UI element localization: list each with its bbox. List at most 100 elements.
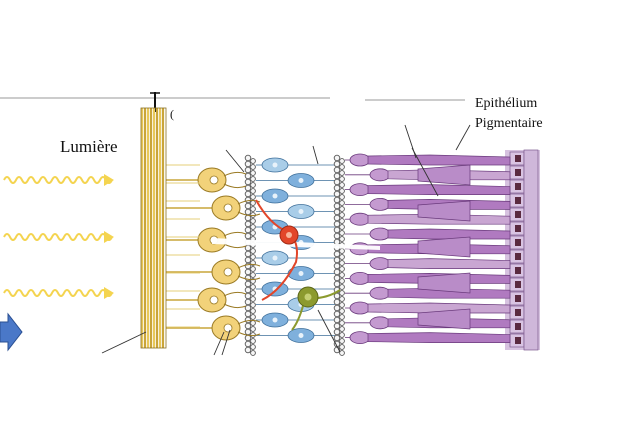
arrow-head-icon: [104, 231, 114, 243]
pigment-granule: [515, 337, 521, 344]
synapse-granule: [339, 266, 345, 272]
photoreceptor-nucleus: [349, 153, 371, 167]
synapse-granule: [250, 230, 256, 236]
synapse-granule: [250, 206, 256, 212]
cone-segment: [417, 308, 471, 330]
synapse-granule: [333, 190, 341, 198]
synapse-granule: [250, 188, 256, 194]
photoreceptor-nucleus: [369, 316, 391, 330]
synapse-granule: [250, 338, 256, 344]
synapse-granule: [339, 218, 345, 224]
photoreceptor-nucleus: [349, 183, 371, 197]
synapse-granule: [333, 334, 341, 342]
synapse-granule: [250, 194, 256, 200]
photoreceptor-nucleus: [349, 212, 371, 226]
synaptic-layer-outer: [333, 154, 345, 356]
bipolar-nucleus: [272, 255, 278, 261]
cone-segment: [417, 236, 471, 258]
pigment-granule: [515, 211, 521, 218]
synapse-granule: [244, 244, 252, 252]
synapse-granule: [339, 254, 345, 260]
photoreceptor-nucleus: [369, 168, 391, 182]
synapse-granule: [244, 154, 252, 162]
synapse-granule: [339, 314, 345, 320]
synapse-granule: [244, 160, 252, 168]
synapse-granule: [244, 250, 252, 258]
synapse-granule: [250, 314, 256, 320]
synapse-granule: [250, 218, 256, 224]
synapse-granule: [339, 248, 345, 254]
pigment-granule: [515, 281, 521, 288]
synapse-granule: [333, 214, 341, 222]
synapse-granule: [333, 256, 341, 264]
synapse-granule: [339, 296, 345, 302]
synapse-granule: [333, 226, 341, 234]
synapse-granule: [339, 272, 345, 278]
synapse-granule: [333, 160, 341, 168]
synapse-granule: [339, 320, 345, 326]
synapse-granule: [333, 280, 341, 288]
synapse-granule: [333, 328, 341, 336]
synapse-granule: [339, 278, 345, 284]
light-label: Lumière: [60, 137, 118, 156]
synapse-granule: [244, 178, 252, 186]
ganglion-dendrite: [223, 171, 247, 189]
synaptic-layer-inner: [244, 154, 256, 356]
photoreceptor-segment: [367, 302, 511, 314]
synapse-granule: [339, 290, 345, 296]
photoreceptor-segment: [367, 332, 511, 343]
photoreceptor-segment: [387, 258, 511, 269]
synapse-granule: [250, 164, 256, 170]
bipolar-cells: [256, 157, 335, 343]
synapse-granule: [339, 302, 345, 308]
synapse-granule: [339, 284, 345, 290]
ganglion-cells: [166, 164, 261, 341]
synapse-granule: [333, 268, 341, 276]
synapse-granule: [250, 170, 256, 176]
photoreceptor-nucleus: [369, 286, 391, 300]
synapse-granule: [250, 326, 256, 332]
photoreceptor-nucleus: [369, 257, 391, 271]
synapse-granule: [333, 316, 341, 324]
synapse-granule: [244, 208, 252, 216]
synapse-granule: [339, 182, 345, 188]
synapse-granule: [333, 232, 341, 240]
synapse-granule: [333, 220, 341, 228]
synapse-granule: [244, 304, 252, 312]
epithelium-base: [523, 149, 539, 351]
ganglion-nucleus: [223, 267, 233, 277]
photoreceptor-nucleus: [349, 301, 371, 315]
pigment-epithelium-label-line1: Epithélium: [475, 96, 538, 111]
synapse-granule: [339, 344, 345, 350]
synapse-granule: [333, 208, 341, 216]
synapse-granule: [244, 292, 252, 300]
photoreceptor-segment: [367, 154, 511, 166]
bipolar-nucleus: [298, 209, 304, 214]
synapse-granule: [250, 320, 256, 326]
synapse-granule: [339, 224, 345, 230]
ganglion-dendrite: [223, 231, 247, 249]
wavy-arrow-icon: [3, 176, 113, 184]
synapse-granule: [250, 254, 256, 260]
nerve-fiber-bundle: [140, 107, 167, 349]
synapse-granule: [244, 166, 252, 174]
synapse-granule: [244, 220, 252, 228]
ganglion-dendrite: [237, 319, 261, 337]
synapse-granule: [333, 250, 341, 258]
synapse-granule: [333, 298, 341, 306]
synapse-granule: [339, 200, 345, 206]
ganglion-nucleus: [209, 295, 219, 305]
pigment-granule: [515, 225, 521, 232]
synapse-granule: [250, 272, 256, 278]
synapse-granule: [250, 284, 256, 290]
synapse-granule: [244, 268, 252, 276]
synapse-granule: [244, 346, 252, 354]
synapse-granule: [333, 322, 341, 330]
nerve-fiber-outline: [140, 107, 167, 349]
synapse-granule: [250, 224, 256, 230]
photoreceptor-nucleus: [369, 197, 391, 211]
synapse-granule: [250, 200, 256, 206]
synapse-granule: [244, 232, 252, 240]
synapse-granule: [333, 202, 341, 210]
